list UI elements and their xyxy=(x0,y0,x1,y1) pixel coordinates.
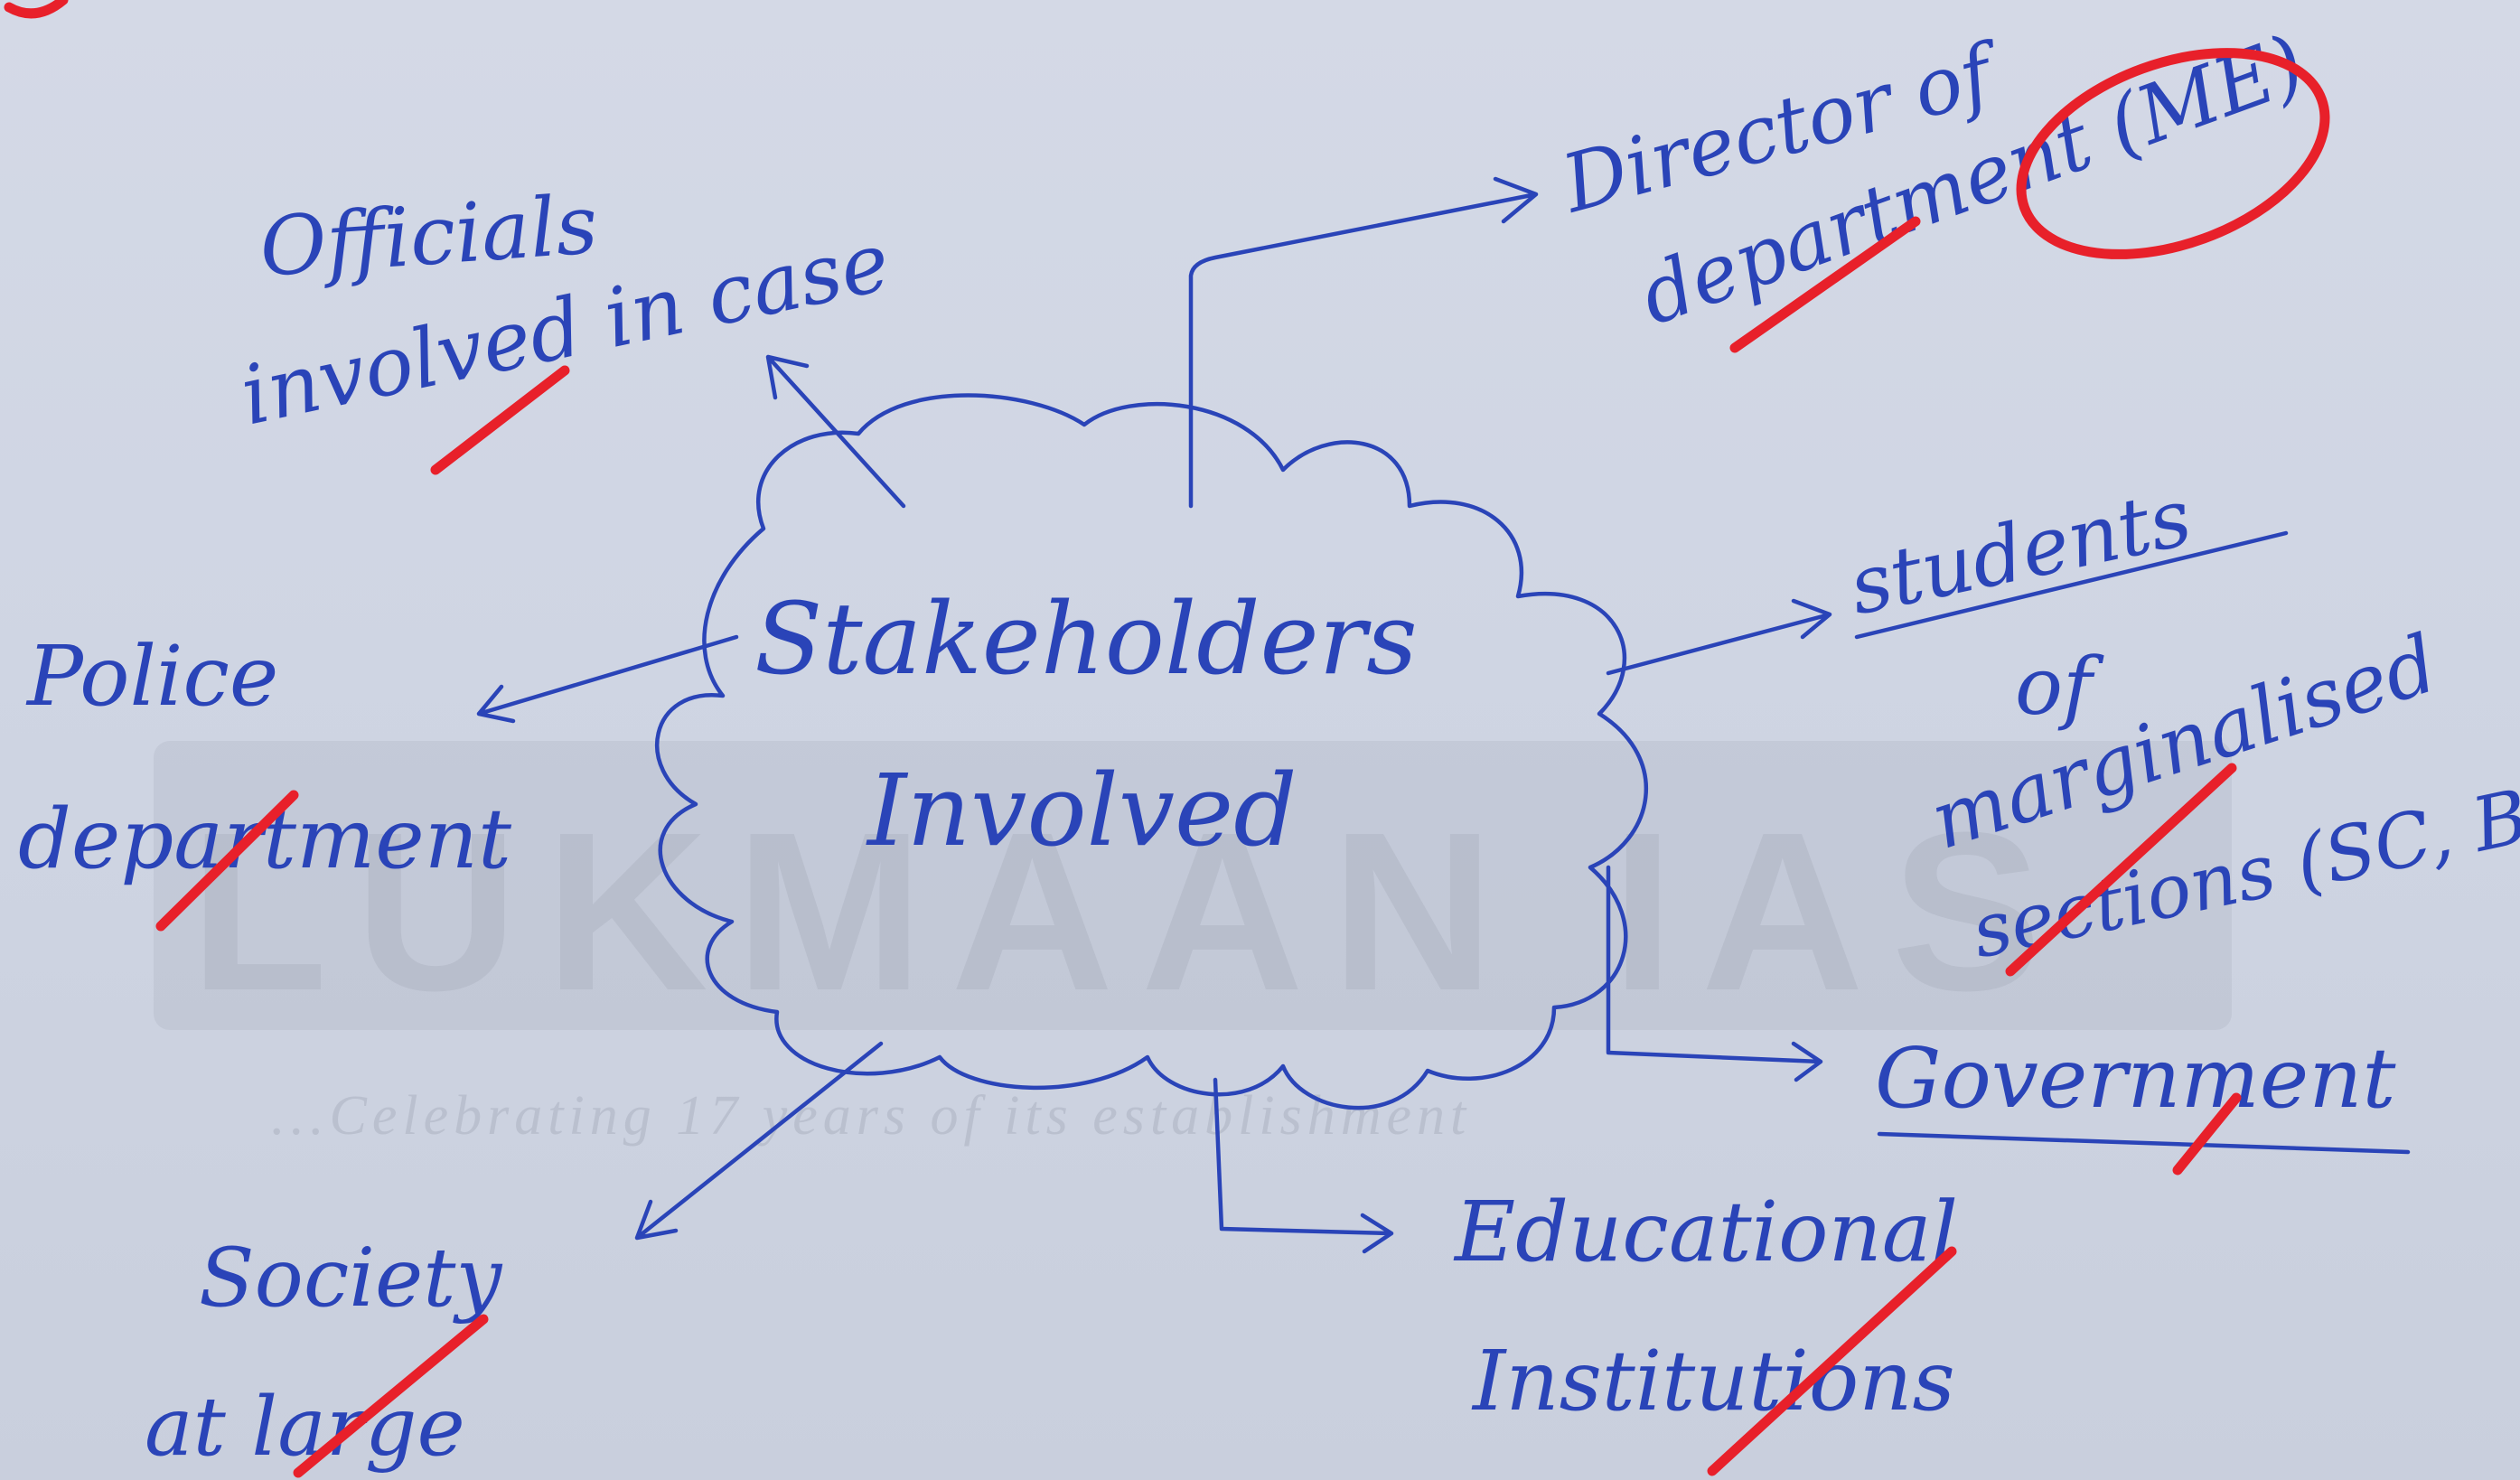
watermark-tagline: ...Celebrating 17 years of its establish… xyxy=(271,1085,1471,1147)
red-slash-police xyxy=(155,790,299,932)
arrow-to-students xyxy=(1606,598,1832,676)
center-title-line1: Stakeholders xyxy=(754,581,1418,697)
red-circle-director xyxy=(2016,48,2330,259)
government-underline xyxy=(1877,1131,2411,1155)
red-slash-students xyxy=(2005,763,2237,977)
students-line2: of xyxy=(2015,640,2104,733)
label-police: Police department xyxy=(18,628,512,887)
red-slash-society xyxy=(293,1314,489,1478)
arrow-to-government xyxy=(1606,865,1823,1082)
arrow-to-police xyxy=(476,634,739,724)
government-line1: Government xyxy=(1875,1030,2396,1127)
educational-line1: Educational xyxy=(1453,1184,1958,1280)
label-government: Government xyxy=(1875,1030,2396,1127)
center-cloud xyxy=(655,393,1648,1110)
label-society: Society at large xyxy=(145,1231,502,1475)
police-line1: Police xyxy=(25,628,278,725)
red-slash-educational xyxy=(1707,1246,1957,1476)
label-director: Director of department (ME) xyxy=(1551,16,2317,342)
educational-line2: Institutions xyxy=(1471,1333,1955,1429)
red-slash-government xyxy=(2172,1092,2242,1176)
arrow-to-educational xyxy=(1213,1077,1394,1254)
society-line1: Society xyxy=(199,1231,502,1325)
red-slash-director xyxy=(1729,216,1921,353)
label-officials: Officials involved in case xyxy=(233,177,898,444)
students-underline xyxy=(1854,530,2289,640)
watermark-text: LUKMAAN IAS xyxy=(190,785,2069,1037)
red-slash-officials xyxy=(430,365,570,475)
label-educational: Educational Institutions xyxy=(1453,1184,1958,1429)
arrows xyxy=(476,176,1832,1254)
students-line1: students xyxy=(1841,470,2199,632)
society-line2: at large xyxy=(145,1380,465,1475)
red-mark-corner xyxy=(4,0,69,19)
center-title-line2: Involved xyxy=(866,753,1297,868)
officials-line1: Officials xyxy=(257,177,601,295)
police-line2: department xyxy=(18,791,512,887)
arrow-to-officials xyxy=(765,354,906,509)
arrow-to-director xyxy=(1188,176,1539,509)
arrow-to-society xyxy=(634,1041,884,1241)
watermark-band xyxy=(154,741,2232,1030)
red-corrections xyxy=(4,0,2330,1478)
